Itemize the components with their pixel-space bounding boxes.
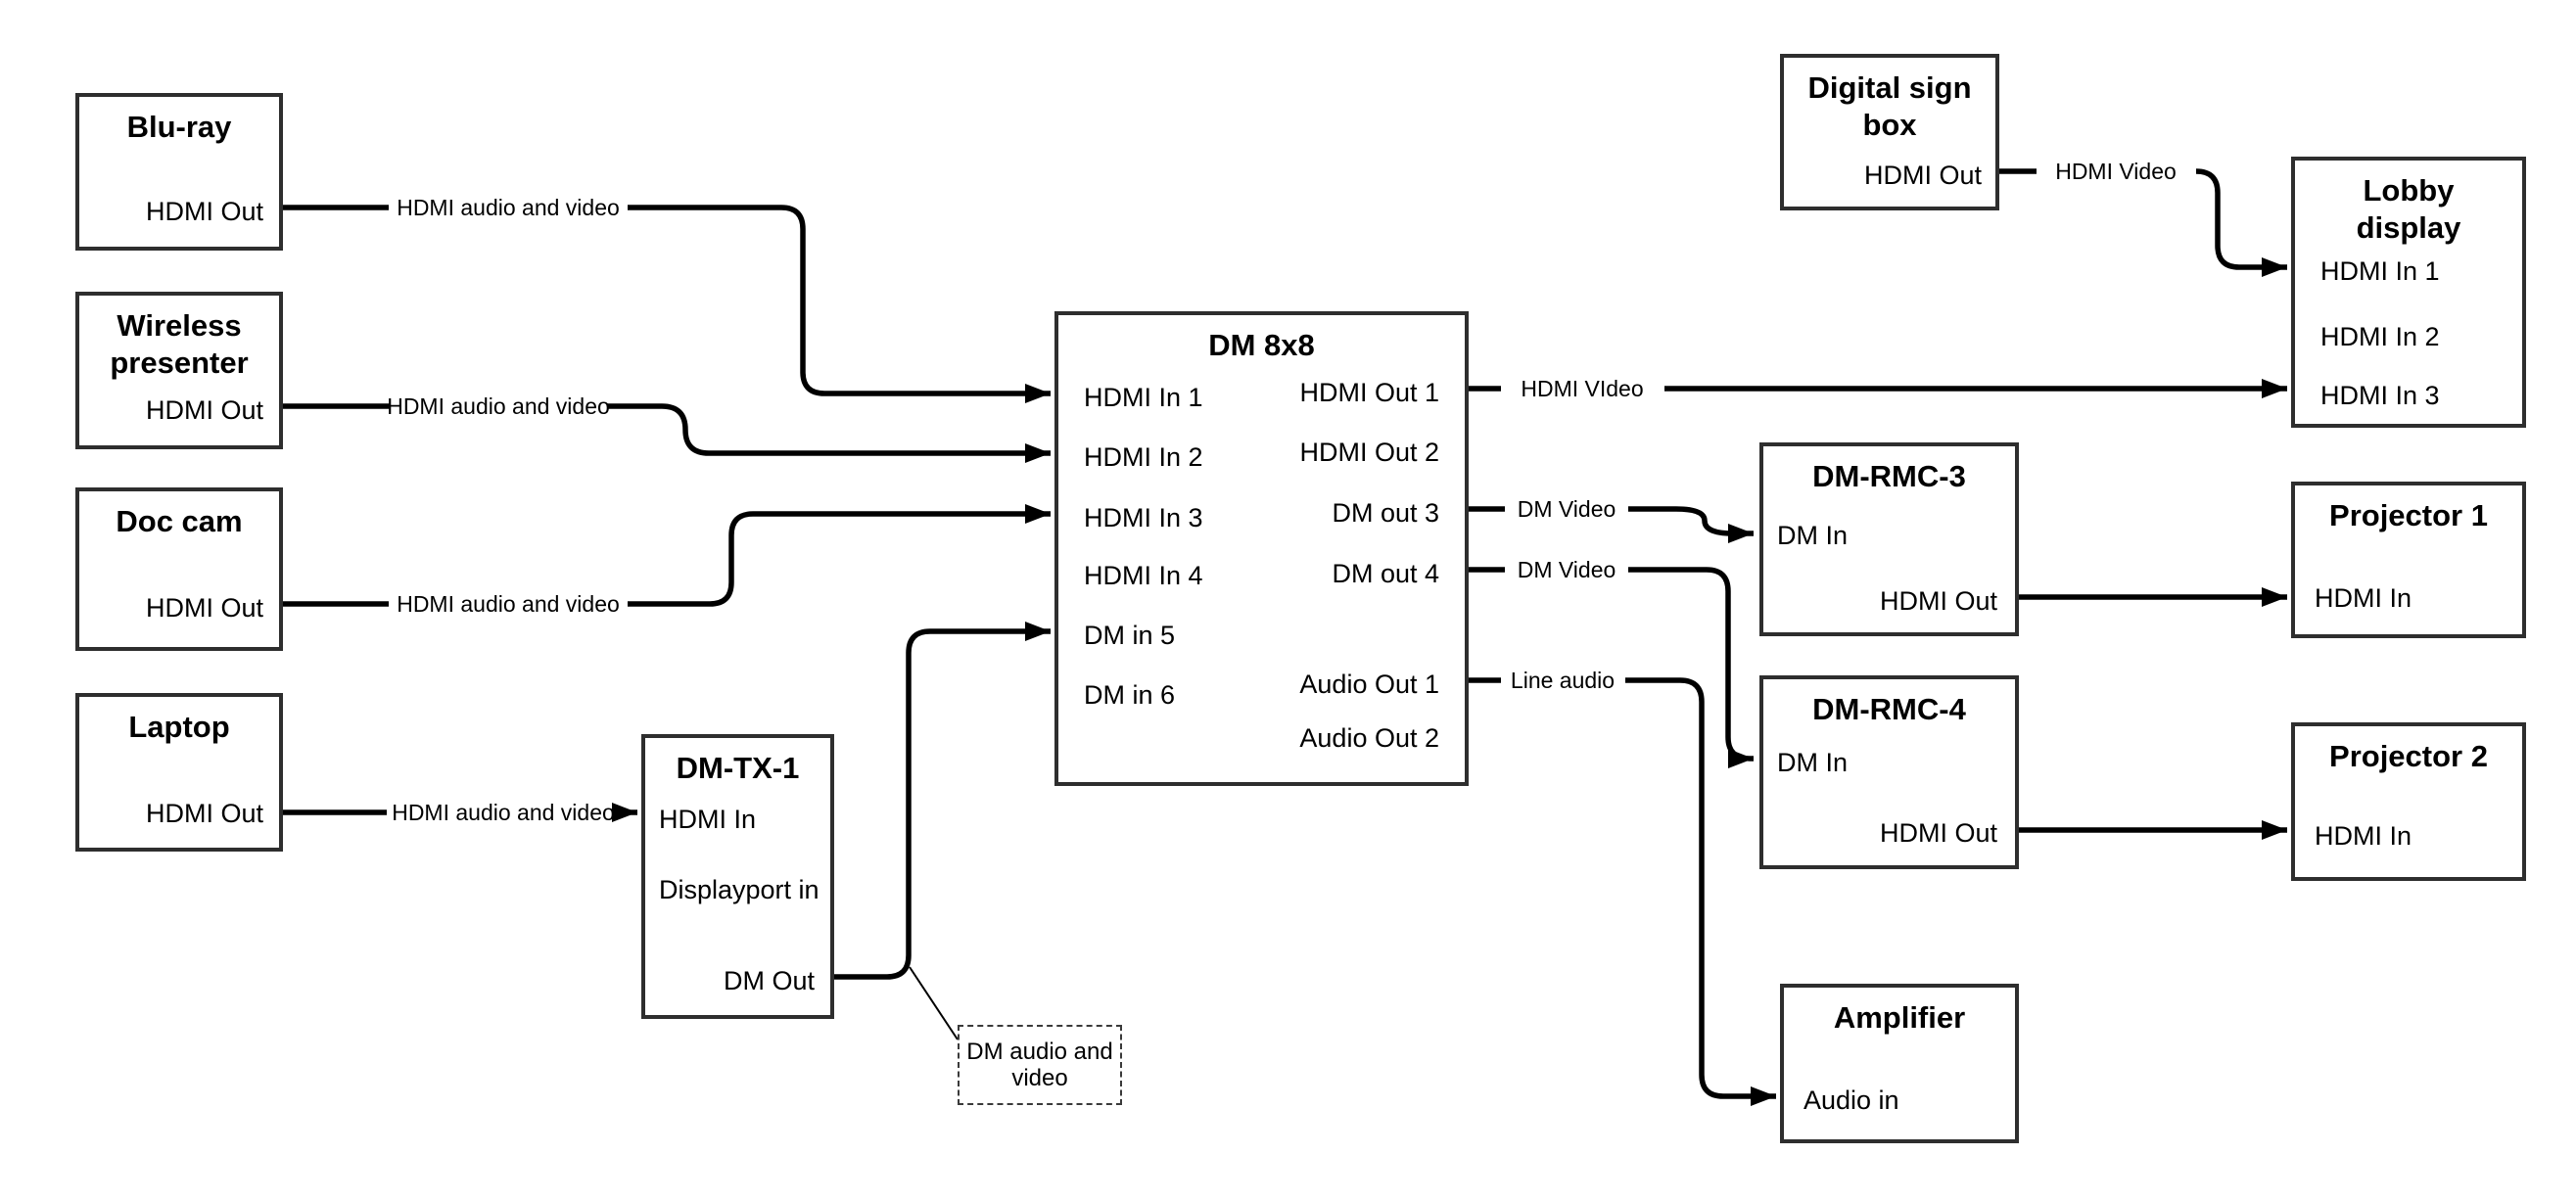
port-dm8x8-hdmi-in-2: HDMI In 2 [1084, 442, 1203, 472]
port-dmtx1-dm-out: DM Out [723, 966, 815, 995]
node-dm-rmc-3: DM-RMC-3 DM In HDMI Out [1759, 442, 2019, 636]
node-doc-cam: Doc cam HDMI Out [75, 487, 283, 651]
edge-doccam-to-dm8x8-in3 [628, 504, 1051, 607]
port-dm8x8-hdmi-out-2: HDMI Out 2 [1299, 438, 1439, 467]
port-dmtx1-hdmi-in: HDMI In [659, 805, 757, 834]
wire-label-audio-out-1: Line audio [1511, 668, 1615, 693]
node-digital-sign-box: Digital sign box HDMI Out [1780, 54, 1999, 210]
node-amplifier: Amplifier Audio in [1780, 984, 2019, 1143]
wire-label-bluray: HDMI audio and video [397, 195, 620, 220]
port-dm8x8-hdmi-in-4: HDMI In 4 [1084, 561, 1203, 590]
node-title: Projector 1 [2329, 498, 2488, 532]
node-title: Digital sign box [1807, 70, 1972, 142]
node-projector-1: Projector 1 HDMI In [2291, 482, 2526, 638]
node-title: DM-RMC-4 [1812, 692, 1966, 726]
node-title: Laptop [128, 710, 230, 744]
node-title: Projector 2 [2329, 739, 2488, 773]
port-dm8x8-dm-in-5: DM in 5 [1084, 621, 1176, 650]
node-dm-8x8: DM 8x8 HDMI In 1 HDMI In 2 HDMI In 3 HDM… [1054, 311, 1469, 786]
edge-digitalsign-to-lobby-in1 [2195, 168, 2287, 277]
wire-label-wireless: HDMI audio and video [387, 393, 610, 419]
port-dmtx1-displayport-in: Displayport in [659, 875, 820, 904]
edge-dm8x8-out4-to-dmrmc4 [1628, 567, 1754, 768]
port-dm8x8-dm-out-3: DM out 3 [1332, 498, 1439, 528]
node-title: Amplifier [1833, 1000, 1966, 1035]
edge-dm8x8-audio1-to-amplifier [1625, 677, 1776, 1106]
edge-dmtx1-to-dm8x8-in5 [834, 622, 1051, 980]
note-text: DM audio and video [966, 1039, 1113, 1091]
wire-label-laptop: HDMI audio and video [392, 800, 615, 825]
port-dm8x8-dm-in-6: DM in 6 [1084, 680, 1176, 710]
node-title: DM 8x8 [1208, 328, 1315, 362]
node-title: Wireless presenter [110, 308, 249, 380]
port-dm8x8-audio-out-2: Audio Out 2 [1299, 723, 1439, 753]
port-amplifier-audio-in: Audio in [1803, 1086, 1899, 1115]
port-lobby-hdmi-in-2: HDMI In 2 [2320, 322, 2440, 351]
edge-bluray-to-dm8x8-in1 [628, 205, 1051, 403]
port-dmrmc3-hdmi-out: HDMI Out [1879, 586, 1997, 616]
port-wireless-hdmi-out: HDMI Out [145, 395, 263, 425]
wire-label-dm-out-4: DM Video [1518, 557, 1616, 582]
port-dm8x8-hdmi-in-3: HDMI In 3 [1084, 503, 1203, 532]
node-dm-tx-1: DM-TX-1 HDMI In Displayport in DM Out [641, 734, 834, 1019]
port-dmrmc4-dm-in: DM In [1777, 748, 1849, 777]
port-lobby-hdmi-in-1: HDMI In 1 [2320, 256, 2440, 286]
port-proj1-hdmi-in: HDMI In [2315, 583, 2412, 613]
node-title: Blu-ray [126, 110, 232, 144]
node-projector-2: Projector 2 HDMI In [2291, 722, 2526, 881]
edge-wireless-to-dm8x8-in2 [607, 403, 1051, 463]
edge-dm8x8-out3-to-dmrmc3 [1628, 506, 1754, 543]
wire-label-doccam: HDMI audio and video [397, 591, 620, 617]
dm-audio-video-note: DM audio and video [958, 1025, 1122, 1105]
node-blu-ray: Blu-ray HDMI Out [75, 93, 283, 251]
node-title: Lobby display [2356, 173, 2461, 245]
node-dm-rmc-4: DM-RMC-4 DM In HDMI Out [1759, 675, 2019, 869]
wire-label-digital-sign: HDMI Video [2055, 159, 2177, 184]
port-dm8x8-audio-out-1: Audio Out 1 [1299, 670, 1439, 699]
port-proj2-hdmi-in: HDMI In [2315, 821, 2412, 851]
wire-label-dm-out-3: DM Video [1518, 496, 1616, 522]
note-callout-line [909, 966, 959, 1040]
node-title: Doc cam [116, 504, 243, 538]
port-dm8x8-dm-out-4: DM out 4 [1332, 559, 1439, 588]
port-doccam-hdmi-out: HDMI Out [145, 593, 263, 623]
port-laptop-hdmi-out: HDMI Out [145, 799, 263, 828]
port-lobby-hdmi-in-3: HDMI In 3 [2320, 381, 2440, 410]
port-dm8x8-hdmi-in-1: HDMI In 1 [1084, 383, 1203, 412]
node-laptop: Laptop HDMI Out [75, 693, 283, 852]
wire-label-hdmi-out-1: HDMI VIdeo [1521, 376, 1643, 401]
port-dm8x8-hdmi-out-1: HDMI Out 1 [1299, 378, 1439, 407]
port-digitalsign-hdmi-out: HDMI Out [1863, 161, 1982, 190]
node-title: DM-TX-1 [676, 751, 800, 785]
port-dmrmc3-dm-in: DM In [1777, 521, 1849, 550]
node-title: DM-RMC-3 [1812, 459, 1966, 493]
port-bluray-hdmi-out: HDMI Out [145, 197, 263, 226]
port-dmrmc4-hdmi-out: HDMI Out [1879, 818, 1997, 848]
node-lobby-display: Lobby display HDMI In 1 HDMI In 2 HDMI I… [2291, 157, 2526, 428]
node-wireless-presenter: Wireless presenter HDMI Out [75, 292, 283, 449]
